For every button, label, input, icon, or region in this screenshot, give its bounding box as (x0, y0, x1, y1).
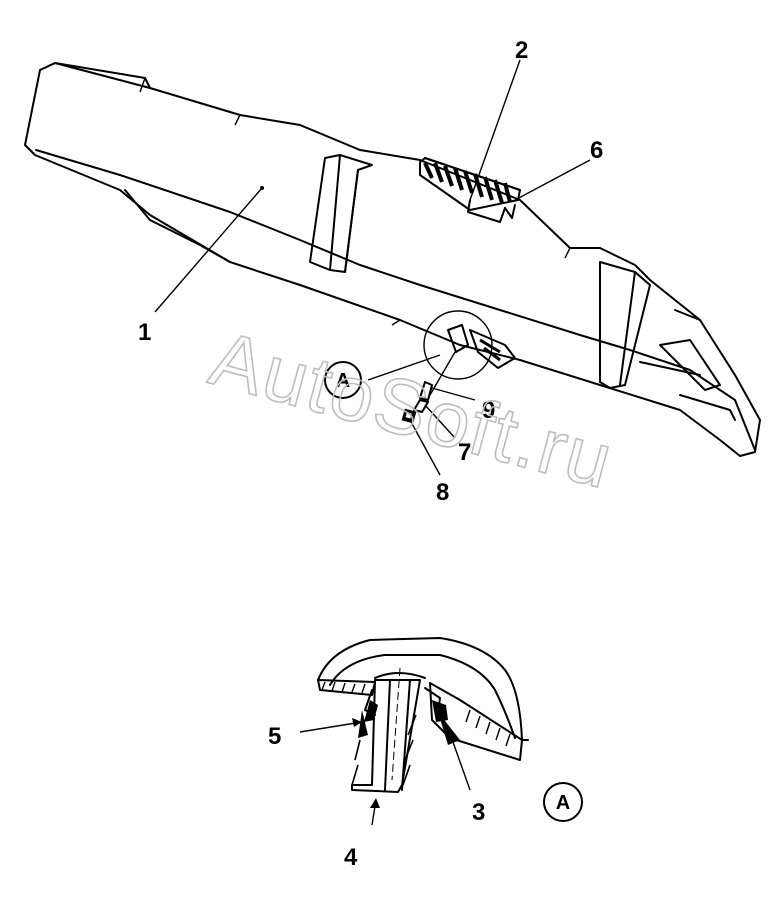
filler-cap (419, 157, 521, 223)
detail-ref-label: A (336, 370, 350, 392)
detail-ref-marker: A (324, 361, 362, 399)
callout-2: 2 (515, 37, 528, 64)
callout-3: 3 (472, 799, 485, 826)
fuel-tank (24, 62, 761, 457)
callout-8: 8 (436, 479, 449, 506)
leader-lines (154, 59, 591, 476)
detail-view-label: A (543, 782, 583, 822)
detail-view-a (299, 637, 529, 826)
watermark: AutoSoft.ru (202, 314, 623, 506)
callout-5: 5 (268, 723, 281, 750)
callout-1: 1 (138, 319, 151, 346)
detail-view-label-text: A (556, 792, 570, 814)
callout-6: 6 (590, 137, 603, 164)
callout-9: 9 (482, 397, 495, 424)
drain-assembly (367, 310, 516, 424)
callout-4: 4 (344, 844, 358, 871)
callout-7: 7 (458, 439, 471, 466)
